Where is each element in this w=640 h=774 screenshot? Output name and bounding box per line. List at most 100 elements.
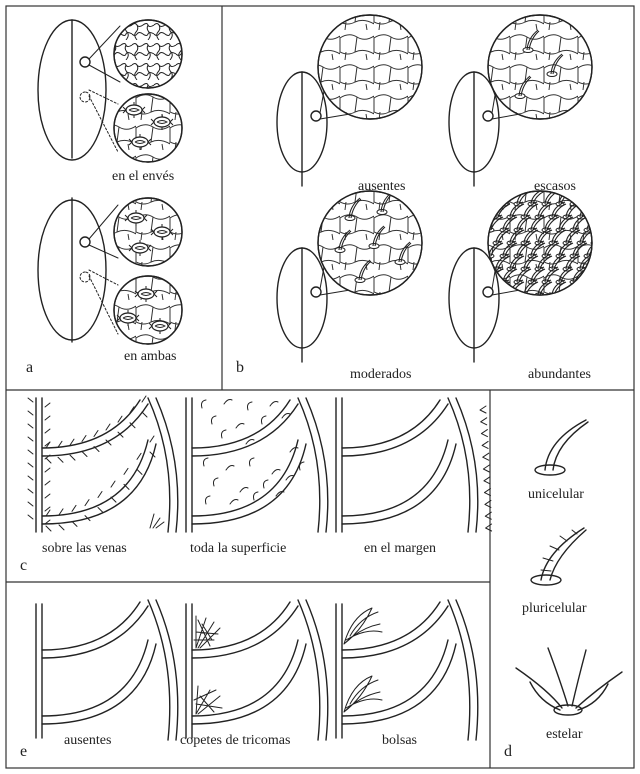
- panel-letter-a: a: [26, 359, 33, 376]
- trichome: [137, 453, 141, 459]
- trichome: [111, 481, 115, 487]
- panel-e: ausentes copetes de tricomas: [20, 600, 478, 760]
- label-bolsas: bolsas: [382, 733, 417, 748]
- trichome: [272, 470, 280, 475]
- trichome: [212, 416, 217, 424]
- trichome: [28, 450, 33, 454]
- trichome: [480, 406, 486, 413]
- trichome: [222, 430, 227, 438]
- trichome: [486, 189, 503, 206]
- trichome: [254, 492, 259, 500]
- trichome: [45, 403, 50, 407]
- panel-d: unicelular pluricelular estelar d: [504, 420, 622, 760]
- trichome: [45, 481, 50, 485]
- trichome: [46, 458, 51, 463]
- trichome: [591, 202, 608, 219]
- trichome: [150, 514, 164, 528]
- trichome: [481, 418, 487, 425]
- trichome: [45, 494, 50, 498]
- trichome: [591, 254, 608, 271]
- trichome: [290, 448, 298, 453]
- trichome: [94, 431, 98, 437]
- trichome: [70, 439, 74, 445]
- trichome: [270, 402, 278, 407]
- trichome: [202, 400, 207, 408]
- trichome: [481, 430, 487, 437]
- label-en-ambas: en ambas: [124, 349, 176, 364]
- trichome: [58, 457, 63, 462]
- trichome: [204, 458, 209, 466]
- unicellular-trichome: unicelular: [528, 420, 588, 502]
- trichome: [486, 524, 492, 531]
- panel-frames: [6, 6, 634, 768]
- panel-letter-b: b: [236, 359, 244, 376]
- trichome-tuft: [194, 616, 220, 648]
- trichome: [45, 468, 50, 472]
- trichome: [483, 465, 489, 472]
- trichome: [248, 402, 253, 410]
- trichome: [46, 510, 50, 516]
- trichome: [226, 466, 234, 471]
- trichome-tuft: [194, 686, 222, 714]
- panel-letter-e: e: [20, 743, 27, 760]
- trichome: [28, 437, 33, 441]
- panel-letter-d: d: [504, 743, 512, 760]
- trichome: [45, 416, 50, 420]
- trichome: [45, 429, 50, 433]
- trichome: [28, 398, 33, 402]
- label-sobre-las-venas: sobre las venas: [42, 541, 127, 556]
- trichome: [482, 441, 488, 448]
- label-moderados: moderados: [350, 367, 411, 382]
- trichome: [240, 488, 248, 493]
- label-estelar: estelar: [546, 727, 583, 742]
- trichome: [46, 526, 51, 531]
- panel-b: ausentes escasos: [236, 15, 608, 382]
- trichome: [82, 436, 86, 442]
- pouch: [344, 608, 382, 644]
- trichome: [142, 412, 147, 417]
- trichome: [206, 496, 211, 504]
- trichome: [142, 396, 146, 402]
- trichome: [28, 463, 33, 467]
- label-toda-la-superficie: toda la superficie: [190, 541, 286, 556]
- trichome: [250, 458, 255, 466]
- trichome: [584, 267, 601, 284]
- trichome: [484, 477, 490, 484]
- trichome: [150, 436, 154, 442]
- trichome: [214, 478, 219, 486]
- trichome: [28, 502, 33, 506]
- trichome: [137, 469, 142, 474]
- trichome: [28, 515, 33, 519]
- label-e-ausentes: ausentes: [64, 733, 111, 748]
- label-pluricelular: pluricelular: [522, 601, 587, 616]
- trichome: [483, 453, 489, 460]
- trichome: [111, 497, 116, 502]
- trichome: [262, 416, 267, 424]
- label-en-el-enves: en el envés: [112, 169, 174, 184]
- trichome: [236, 424, 244, 429]
- trichome: [584, 189, 601, 206]
- trichome: [28, 476, 33, 480]
- trichome: [224, 400, 232, 405]
- trichome: [59, 525, 64, 530]
- trichome: [230, 500, 238, 505]
- label-copetes-de-tricomas: copetes de tricomas: [180, 733, 290, 748]
- trichome: [98, 492, 102, 498]
- trichome: [591, 228, 608, 245]
- trichome: [577, 280, 594, 297]
- panel-c: sobre las venas toda la superficie en el…: [20, 396, 492, 574]
- trichome: [124, 468, 128, 474]
- trichome: [82, 452, 87, 457]
- trichome: [28, 411, 33, 415]
- trichome: [72, 505, 76, 511]
- trichome: [28, 489, 33, 493]
- pouch: [344, 676, 382, 712]
- multicellular-trichome: pluricelular: [522, 528, 587, 616]
- label-unicelular: unicelular: [528, 487, 584, 502]
- trichome: [98, 508, 103, 513]
- stellate-trichome: estelar: [516, 648, 622, 742]
- trichome: [85, 500, 89, 506]
- label-en-el-margen: en el margen: [364, 541, 436, 556]
